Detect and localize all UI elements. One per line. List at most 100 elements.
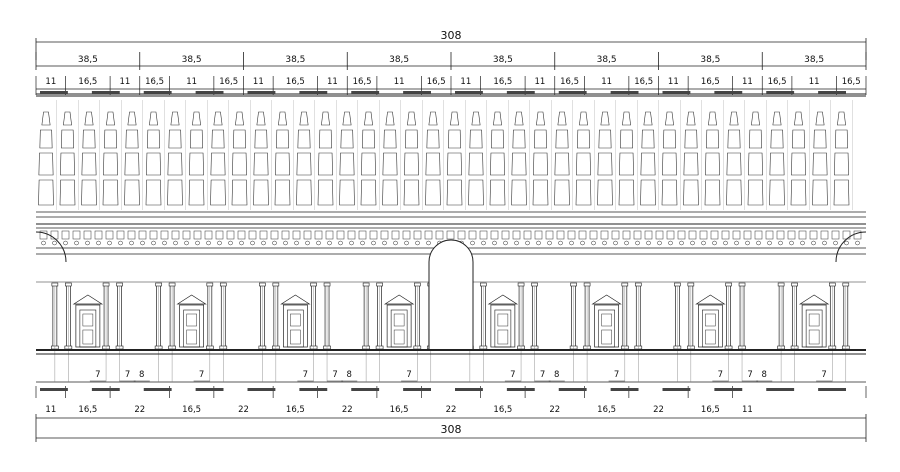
frieze-rosette xyxy=(184,240,189,246)
coffer xyxy=(360,179,377,206)
coffer xyxy=(274,179,291,206)
wall-strip-bottom xyxy=(714,388,743,391)
column-capital xyxy=(829,282,836,287)
frieze-block xyxy=(710,230,719,240)
door-pediment xyxy=(383,294,415,305)
frieze-block xyxy=(776,230,785,240)
coffer xyxy=(38,152,54,176)
column-capital xyxy=(323,282,331,287)
column-spacing-label: 8 xyxy=(139,370,144,380)
bay-dimension-label: 38,5 xyxy=(389,55,409,65)
base-line xyxy=(36,349,866,355)
frieze-rosette xyxy=(679,240,684,246)
coffer xyxy=(275,152,290,176)
frieze-block xyxy=(270,230,279,240)
frieze-block xyxy=(105,230,114,240)
frieze-rosette xyxy=(591,240,596,246)
coffer xyxy=(82,129,96,149)
column-capital xyxy=(102,282,110,287)
door-leaf xyxy=(287,309,304,348)
frieze-block xyxy=(127,230,136,240)
coffer xyxy=(59,179,76,206)
wall-strip-bottom xyxy=(143,388,172,391)
frieze-rosette xyxy=(481,240,486,246)
bay-dimension-label: 38,5 xyxy=(597,55,617,65)
frieze-rosette xyxy=(756,240,761,246)
frieze-block xyxy=(523,230,532,240)
sub-dimension-label: 16,5 xyxy=(286,77,305,87)
sub-dimension-label: 16,5 xyxy=(842,77,861,87)
door-leaf xyxy=(183,309,200,348)
column-capital xyxy=(517,282,525,287)
column-capital xyxy=(480,282,487,287)
coffer xyxy=(425,152,441,176)
bottom-dimension-label: 11 xyxy=(742,405,753,415)
wall-strip-bottom xyxy=(558,388,587,391)
coffer xyxy=(812,152,828,176)
column-spacing-label: 7 xyxy=(125,370,130,380)
wall-strip-top xyxy=(610,91,639,94)
sub-dimension-label: 11 xyxy=(120,77,131,87)
door-pediment xyxy=(280,294,311,305)
coffer xyxy=(575,179,592,206)
frieze-block xyxy=(666,230,675,240)
coffer xyxy=(620,129,633,149)
coffer xyxy=(622,111,631,126)
frieze-rosette xyxy=(470,240,475,246)
coffer xyxy=(726,152,742,176)
frieze-block xyxy=(501,230,510,240)
column-capital xyxy=(725,282,732,287)
door-panel xyxy=(808,313,820,327)
frieze-rosette xyxy=(635,240,640,246)
coffer xyxy=(471,111,481,126)
frieze-block xyxy=(226,230,235,240)
coffer xyxy=(640,179,656,206)
coffer xyxy=(317,179,334,206)
coffer xyxy=(425,179,441,206)
frieze-block xyxy=(479,230,488,240)
column-capital xyxy=(376,282,383,287)
frieze-block xyxy=(292,230,301,240)
frieze-rosette xyxy=(789,240,794,246)
coffer xyxy=(146,152,161,176)
frieze-block xyxy=(94,230,103,240)
frieze-rosette xyxy=(382,240,387,246)
frieze-rosette xyxy=(690,240,695,246)
coffer xyxy=(491,129,504,149)
wall-strip-bottom xyxy=(506,388,535,391)
frieze-rosette xyxy=(558,240,563,246)
frieze-block xyxy=(490,230,499,240)
column-capital xyxy=(362,282,370,287)
frieze-block xyxy=(798,230,807,240)
frieze-block xyxy=(611,230,620,240)
column-capital xyxy=(65,282,72,287)
door-panel xyxy=(82,313,94,327)
frieze-block xyxy=(644,230,653,240)
door-leaf xyxy=(805,309,823,348)
sub-dimension-label: 11 xyxy=(535,77,546,87)
sub-dimension-label: 11 xyxy=(742,77,753,87)
coffer xyxy=(834,152,849,176)
coffer xyxy=(554,152,570,176)
column-capital xyxy=(206,282,214,287)
coffer xyxy=(125,129,139,149)
coffer xyxy=(339,152,355,176)
coffer xyxy=(514,111,524,126)
wall-strip-top xyxy=(143,91,172,94)
column-spacing-label: 7 xyxy=(510,370,515,380)
frieze-block xyxy=(556,230,565,240)
column-capital xyxy=(531,282,538,287)
frieze-block xyxy=(732,230,741,240)
frieze-rosette xyxy=(316,240,321,246)
coffer xyxy=(469,129,483,149)
coffer xyxy=(790,179,807,206)
frieze-rosette xyxy=(778,240,783,246)
coffer xyxy=(447,152,462,176)
door-panel xyxy=(393,313,405,327)
door-pediment xyxy=(176,294,207,305)
coffer xyxy=(403,179,420,206)
frieze-rosette xyxy=(800,240,805,246)
sub-dimension-label: 16,5 xyxy=(145,77,164,87)
coffer xyxy=(511,152,527,176)
